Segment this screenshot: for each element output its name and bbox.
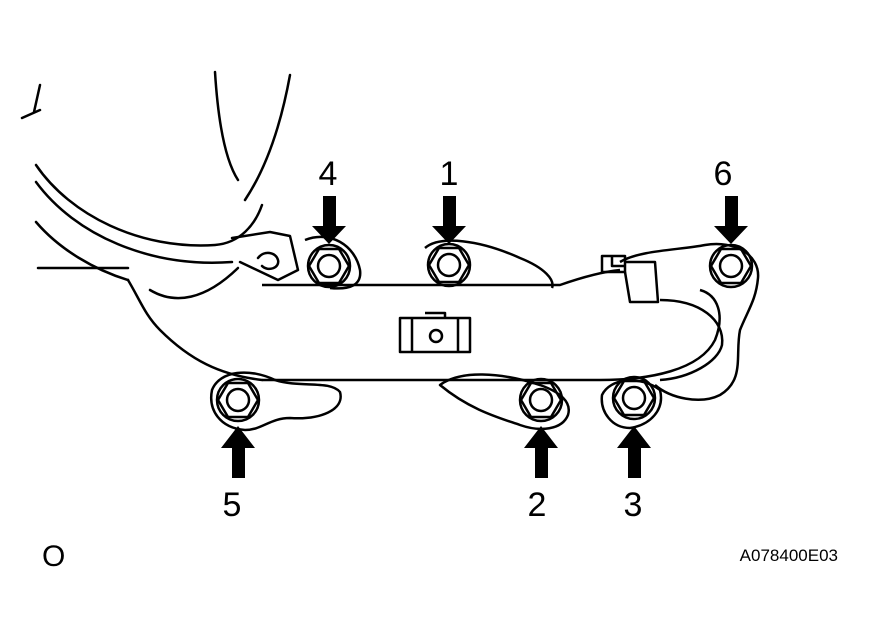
bolt-6-head	[708, 243, 754, 289]
bolt-1-head	[426, 242, 472, 288]
arrow-bolt-4	[312, 196, 346, 244]
label-bolt-4: 4	[319, 155, 338, 193]
arrow-bolt-1	[432, 196, 466, 244]
label-bolt-2: 2	[528, 486, 547, 524]
pipe-outline	[20, 70, 300, 382]
label-bolt-1: 1	[440, 155, 459, 193]
corner-mark: O	[42, 540, 65, 573]
arrow-bolt-5	[221, 426, 255, 478]
label-bolt-5: 5	[223, 486, 242, 524]
arrows	[221, 196, 748, 478]
arrow-bolt-2	[524, 426, 558, 478]
figure-code: A078400E03	[740, 546, 838, 565]
bolt-5-head	[215, 377, 261, 423]
manifold-body	[210, 235, 760, 432]
arrow-bolt-3	[617, 426, 651, 478]
bolt-3-head	[611, 375, 657, 421]
bolt-4-head	[306, 243, 352, 289]
bolt-heads	[215, 242, 754, 423]
bolt-labels: 1 2 3 4 5 6	[223, 155, 733, 524]
arrow-bolt-6	[714, 196, 748, 244]
label-bolt-6: 6	[714, 155, 733, 193]
bolt-2-head	[518, 377, 564, 423]
label-bolt-3: 3	[624, 486, 643, 524]
